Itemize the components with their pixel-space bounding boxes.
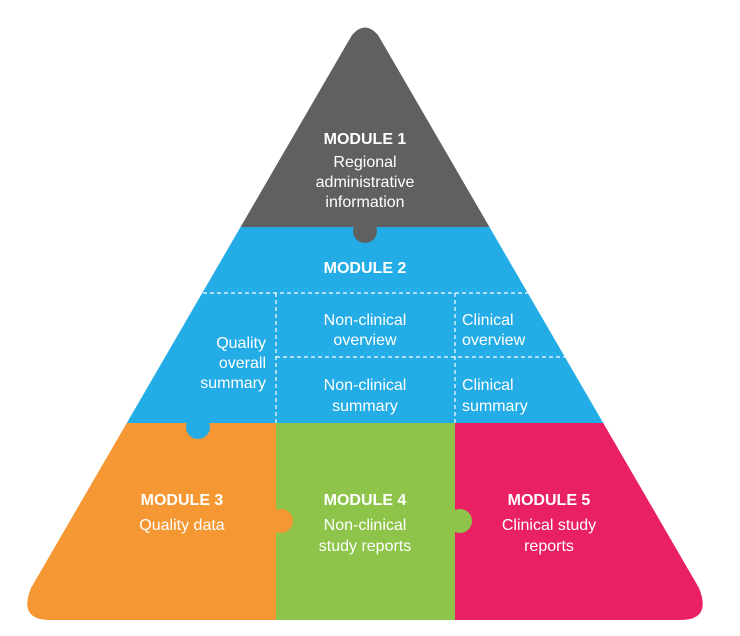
nonclinical-overview-line-2: overview <box>333 332 397 349</box>
module-1-title: MODULE 1 <box>324 131 407 148</box>
module-4-line-1: Non-clinical <box>324 517 407 534</box>
module-3-title: MODULE 3 <box>141 492 224 509</box>
module-5-line-1: Clinical study <box>502 517 596 534</box>
module-1-line-2: administrative <box>316 174 415 191</box>
quality-summary-line-1: Quality <box>216 335 266 352</box>
clinical-overview-line-1: Clinical <box>462 312 514 329</box>
module-5-panel <box>455 423 703 620</box>
module-1-line-3: information <box>325 194 404 211</box>
puzzle-knob-module-2 <box>186 415 210 439</box>
module-4-line-2: study reports <box>319 538 411 555</box>
puzzle-knob-module-1 <box>353 219 377 243</box>
puzzle-knob-module-4 <box>448 509 472 533</box>
module-3-line-1: Quality data <box>139 517 224 534</box>
clinical-summary-line-1: Clinical <box>462 377 514 394</box>
clinical-overview-line-2: overview <box>462 332 526 349</box>
module-5-line-2: reports <box>524 538 574 555</box>
nonclinical-summary-line-1: Non-clinical <box>324 377 407 394</box>
module-5-title: MODULE 5 <box>508 492 591 509</box>
module-3-panel <box>27 423 276 620</box>
module-4-panel <box>276 423 455 620</box>
module-2-title: MODULE 2 <box>324 260 407 277</box>
puzzle-knob-module-3 <box>269 509 293 533</box>
clinical-summary-line-2: summary <box>462 398 528 415</box>
module-1-band <box>27 27 703 227</box>
module-4-title: MODULE 4 <box>324 492 407 509</box>
quality-summary-line-3: summary <box>200 375 266 392</box>
nonclinical-overview-line-1: Non-clinical <box>324 312 407 329</box>
module-1-line-1: Regional <box>333 154 396 171</box>
nonclinical-summary-line-2: summary <box>332 398 398 415</box>
quality-summary-line-2: overall <box>219 355 266 372</box>
